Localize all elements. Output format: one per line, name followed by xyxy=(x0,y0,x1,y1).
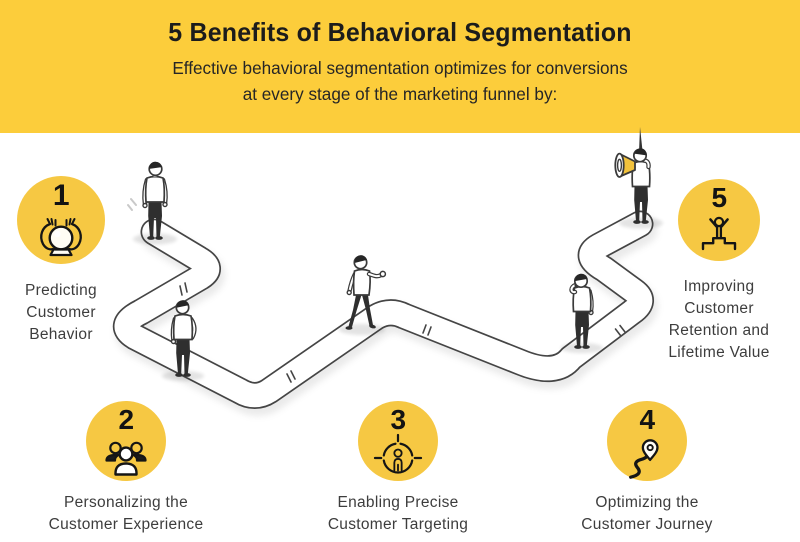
motion-lines xyxy=(127,198,137,211)
benefit-1-label: Predicting Customer Behavior xyxy=(25,282,97,343)
benefit-3-badge: 3 xyxy=(358,401,438,481)
benefit-5-badge: 5 xyxy=(678,179,760,261)
road-tick-marks xyxy=(179,282,626,383)
benefit-3-number: 3 xyxy=(390,404,406,435)
man-on-phone-figure xyxy=(561,273,603,353)
target-person-icon xyxy=(373,433,423,474)
page-title: 5 Benefits of Behavioral Segmentation xyxy=(168,17,632,47)
road-surface xyxy=(114,212,653,408)
benefit-1-number: 1 xyxy=(52,179,70,212)
benefit-4-badge: 4 xyxy=(607,401,687,481)
header-banner: 5 Benefits of Behavioral Segmentation Ef… xyxy=(0,0,800,133)
standing-man-at-start-figure xyxy=(133,161,177,245)
man-hand-in-pocket-figure xyxy=(162,300,204,381)
benefit-3-label: Enabling Precise Customer Targeting xyxy=(327,494,469,533)
benefit-2-badge: 2 xyxy=(86,401,166,481)
man-with-megaphone-figure xyxy=(614,127,663,229)
benefit-5-number: 5 xyxy=(711,182,727,213)
page-subtitle: Effective behavioral segmentation optimi… xyxy=(172,58,628,104)
customer-group-icon xyxy=(105,441,147,476)
benefit-4-label: Optimizing the Customer Journey xyxy=(581,494,713,533)
benefit-5-label: Improving Customer Retention and Lifetim… xyxy=(668,278,770,361)
benefit-1-badge: 1 xyxy=(17,176,105,264)
walking-man-waving-figure xyxy=(339,255,387,335)
benefit-4-number: 4 xyxy=(639,404,655,435)
benefit-2-number: 2 xyxy=(118,404,134,435)
winner-podium-icon xyxy=(701,216,737,251)
benefit-2-label: Personalizing the Customer Experience xyxy=(48,494,204,533)
crystal-ball-hands-icon xyxy=(40,218,82,257)
route-pin-icon xyxy=(629,439,659,479)
